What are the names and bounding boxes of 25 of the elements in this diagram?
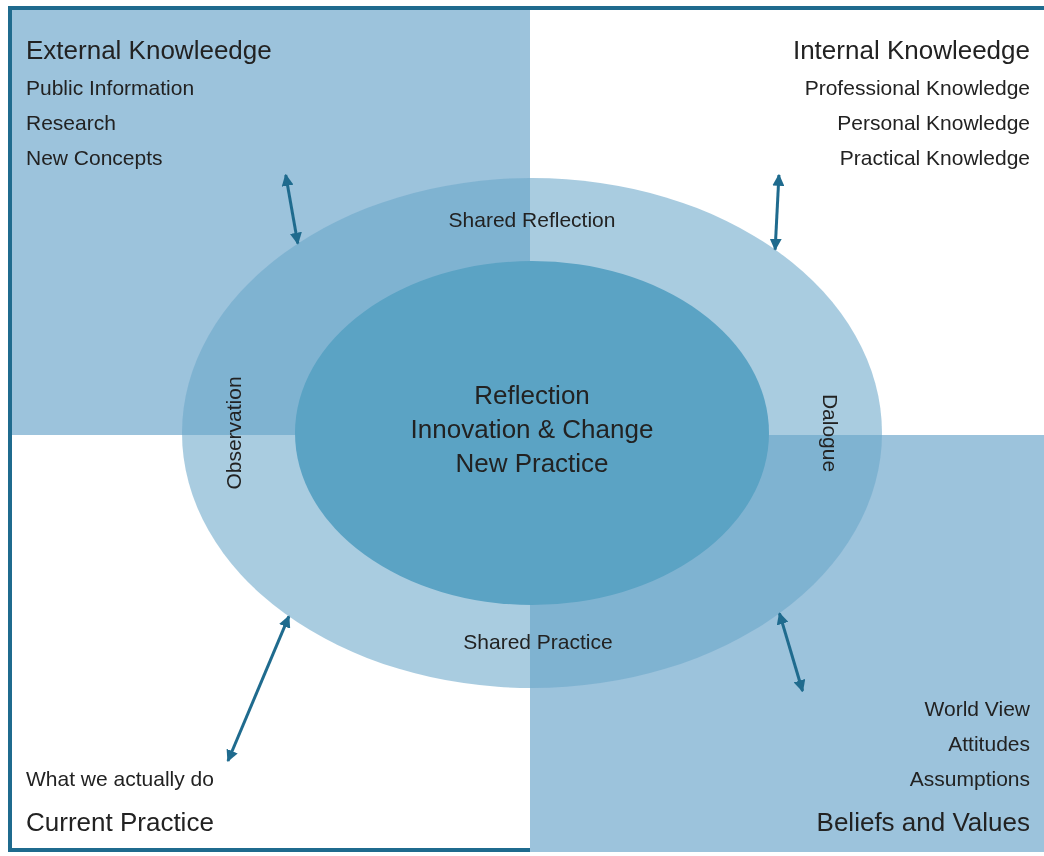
quadrant-heading: External Knowleedge — [26, 34, 272, 67]
double-arrow — [769, 173, 785, 251]
center-text: Reflection — [474, 379, 590, 412]
quadrant-item: Attitudes — [948, 731, 1030, 757]
center-text: Innovation & Change — [410, 413, 654, 446]
double-arrow — [776, 612, 806, 693]
double-arrow — [281, 173, 302, 245]
ring-label: Observation — [222, 376, 246, 490]
quadrant-item: New Concepts — [26, 145, 163, 171]
ring-label: Shared Practice — [463, 630, 613, 654]
quadrant-item: World View — [924, 696, 1030, 722]
quadrant-item: Professional Knowledge — [804, 75, 1030, 101]
quadrant-heading: Current Practice — [26, 806, 214, 839]
double-arrow — [226, 615, 291, 763]
quadrant-item: Research — [26, 110, 116, 136]
quadrant-heading: Beliefs and Values — [816, 806, 1030, 839]
quadrant-item: Practical Knowledge — [839, 145, 1030, 171]
quadrant-item: What we actually do — [26, 766, 214, 792]
center-text: New Practice — [455, 447, 609, 480]
ring-label: Shared Reflection — [448, 208, 616, 232]
ring-label: Dalogue — [818, 393, 842, 473]
quadrant-item: Assumptions — [909, 766, 1030, 792]
quadrant-item: Public Information — [26, 75, 195, 101]
quadrant-item: Personal Knowledge — [837, 110, 1030, 136]
quadrant-heading: Internal Knowleedge — [792, 34, 1030, 67]
